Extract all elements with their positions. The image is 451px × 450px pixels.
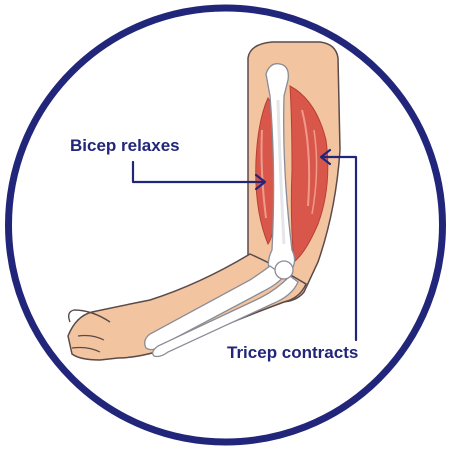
- humerus-bone: [265, 63, 296, 277]
- tricep-arrow: [319, 148, 358, 342]
- forearm-bones: [144, 260, 299, 358]
- tricep-label: Tricep contracts: [227, 343, 359, 362]
- bicep-arrow: [131, 160, 267, 191]
- bicep-label: Bicep relaxes: [70, 136, 180, 155]
- tricep-muscle: [289, 85, 329, 263]
- frame-ring: [5, 4, 446, 446]
